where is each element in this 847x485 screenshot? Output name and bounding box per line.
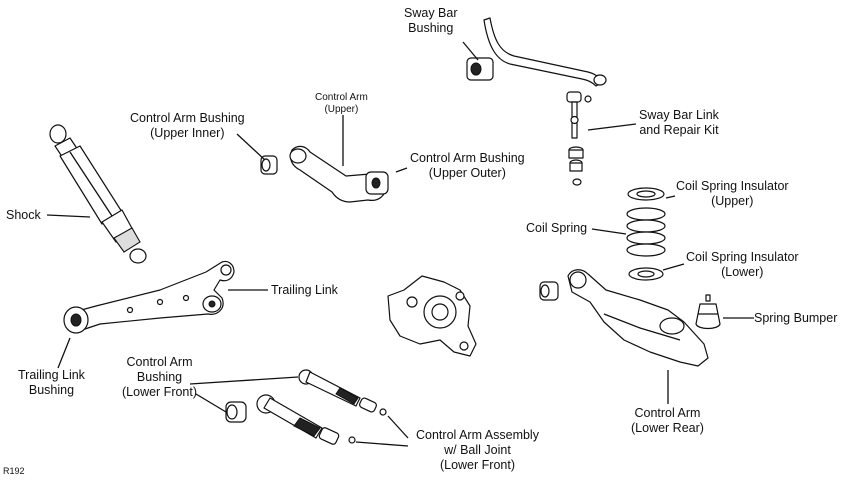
control-arm-upper — [289, 145, 389, 203]
shock-absorber — [49, 124, 147, 264]
leader-lines — [46, 41, 754, 447]
coil-spring-insulator-upper — [627, 187, 665, 201]
label-control-arm-bushing-upper-inner: Control Arm Bushing(Upper Inner) — [130, 111, 245, 140]
trailing-link-bushing — [63, 306, 89, 334]
control-arm-bushing-lower-front — [225, 401, 247, 423]
control-arm-lower-rear — [567, 269, 709, 367]
diagram-code: R192 — [3, 466, 25, 476]
label-spring-bumper: Spring Bumper — [754, 311, 838, 325]
sway-bar-bushing — [466, 57, 494, 81]
label-coil-spring-insulator-upper: Coil Spring Insulator(Upper) — [676, 179, 789, 208]
label-coil-spring-insulator-lower: Coil Spring Insulator(Lower) — [686, 250, 799, 279]
control-arm-assembly-lower-front — [256, 394, 356, 445]
coil-spring-insulator-lower — [628, 267, 664, 281]
spring-bumper — [695, 294, 721, 330]
sway-bar-link — [566, 91, 592, 186]
trailing-link — [73, 260, 235, 331]
control-arm-lower-front-upper-bar — [298, 369, 387, 416]
steering-knuckle — [387, 275, 477, 357]
control-arm-bushing-upper-inner — [260, 155, 278, 175]
label-trailing-link: Trailing Link — [271, 283, 338, 297]
label-coil-spring: Coil Spring — [526, 221, 588, 235]
label-control-arm-lower-rear: Control Arm(Lower Rear) — [631, 406, 704, 435]
sway-bar — [483, 17, 607, 87]
label-shock: Shock — [6, 208, 41, 222]
control-arm-lower-rear-bushing — [539, 281, 559, 301]
label-control-arm-upper: Control Arm(Upper) — [315, 92, 368, 115]
label-control-arm-bushing-upper-outer: Control Arm Bushing(Upper Outer) — [410, 151, 525, 180]
coil-spring — [626, 207, 666, 257]
